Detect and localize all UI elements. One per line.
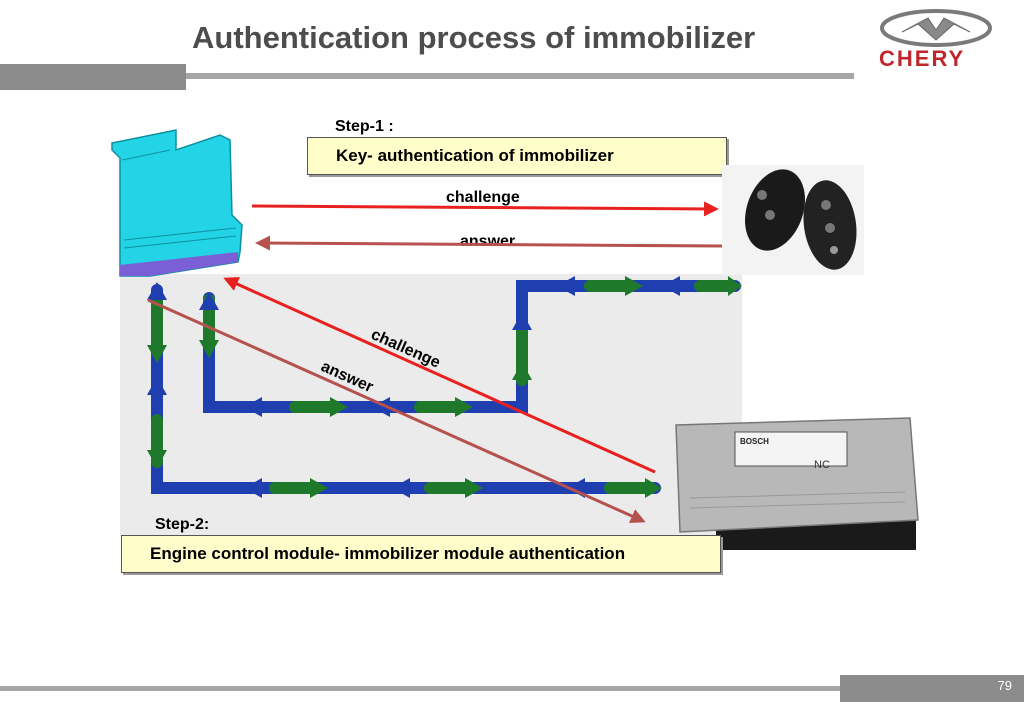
header-bar-line [186,73,854,79]
chery-logo-icon [880,9,992,47]
immobilizer-module-icon [111,129,243,277]
step2-note: Engine control module- immobilizer modul… [121,535,721,573]
step1-note: Key- authentication of immobilizer [307,137,727,175]
step2-label: Step-2: [155,516,210,533]
page-number: 79 [997,678,1012,693]
step1-challenge-label: challenge [446,189,520,206]
ecu-marking-text: NC [814,459,830,471]
car-keys-icon [722,165,864,275]
step2-challenge-arrow [223,277,656,474]
logo-text: CHERY [879,46,966,71]
step1-answer-arrow [255,235,723,251]
footer-line [0,686,840,691]
footer-box [840,675,1024,702]
engine-control-module-icon [675,417,919,550]
step1-label: Step-1 : [335,118,394,135]
bus-network [147,276,742,498]
header-bar-block [0,64,186,90]
step1-challenge-arrow [251,201,719,217]
step2-answer-arrow [147,298,646,523]
page-title: Authentication process of immobilizer [192,20,756,55]
ecu-brand-text: BOSCH [740,437,769,446]
